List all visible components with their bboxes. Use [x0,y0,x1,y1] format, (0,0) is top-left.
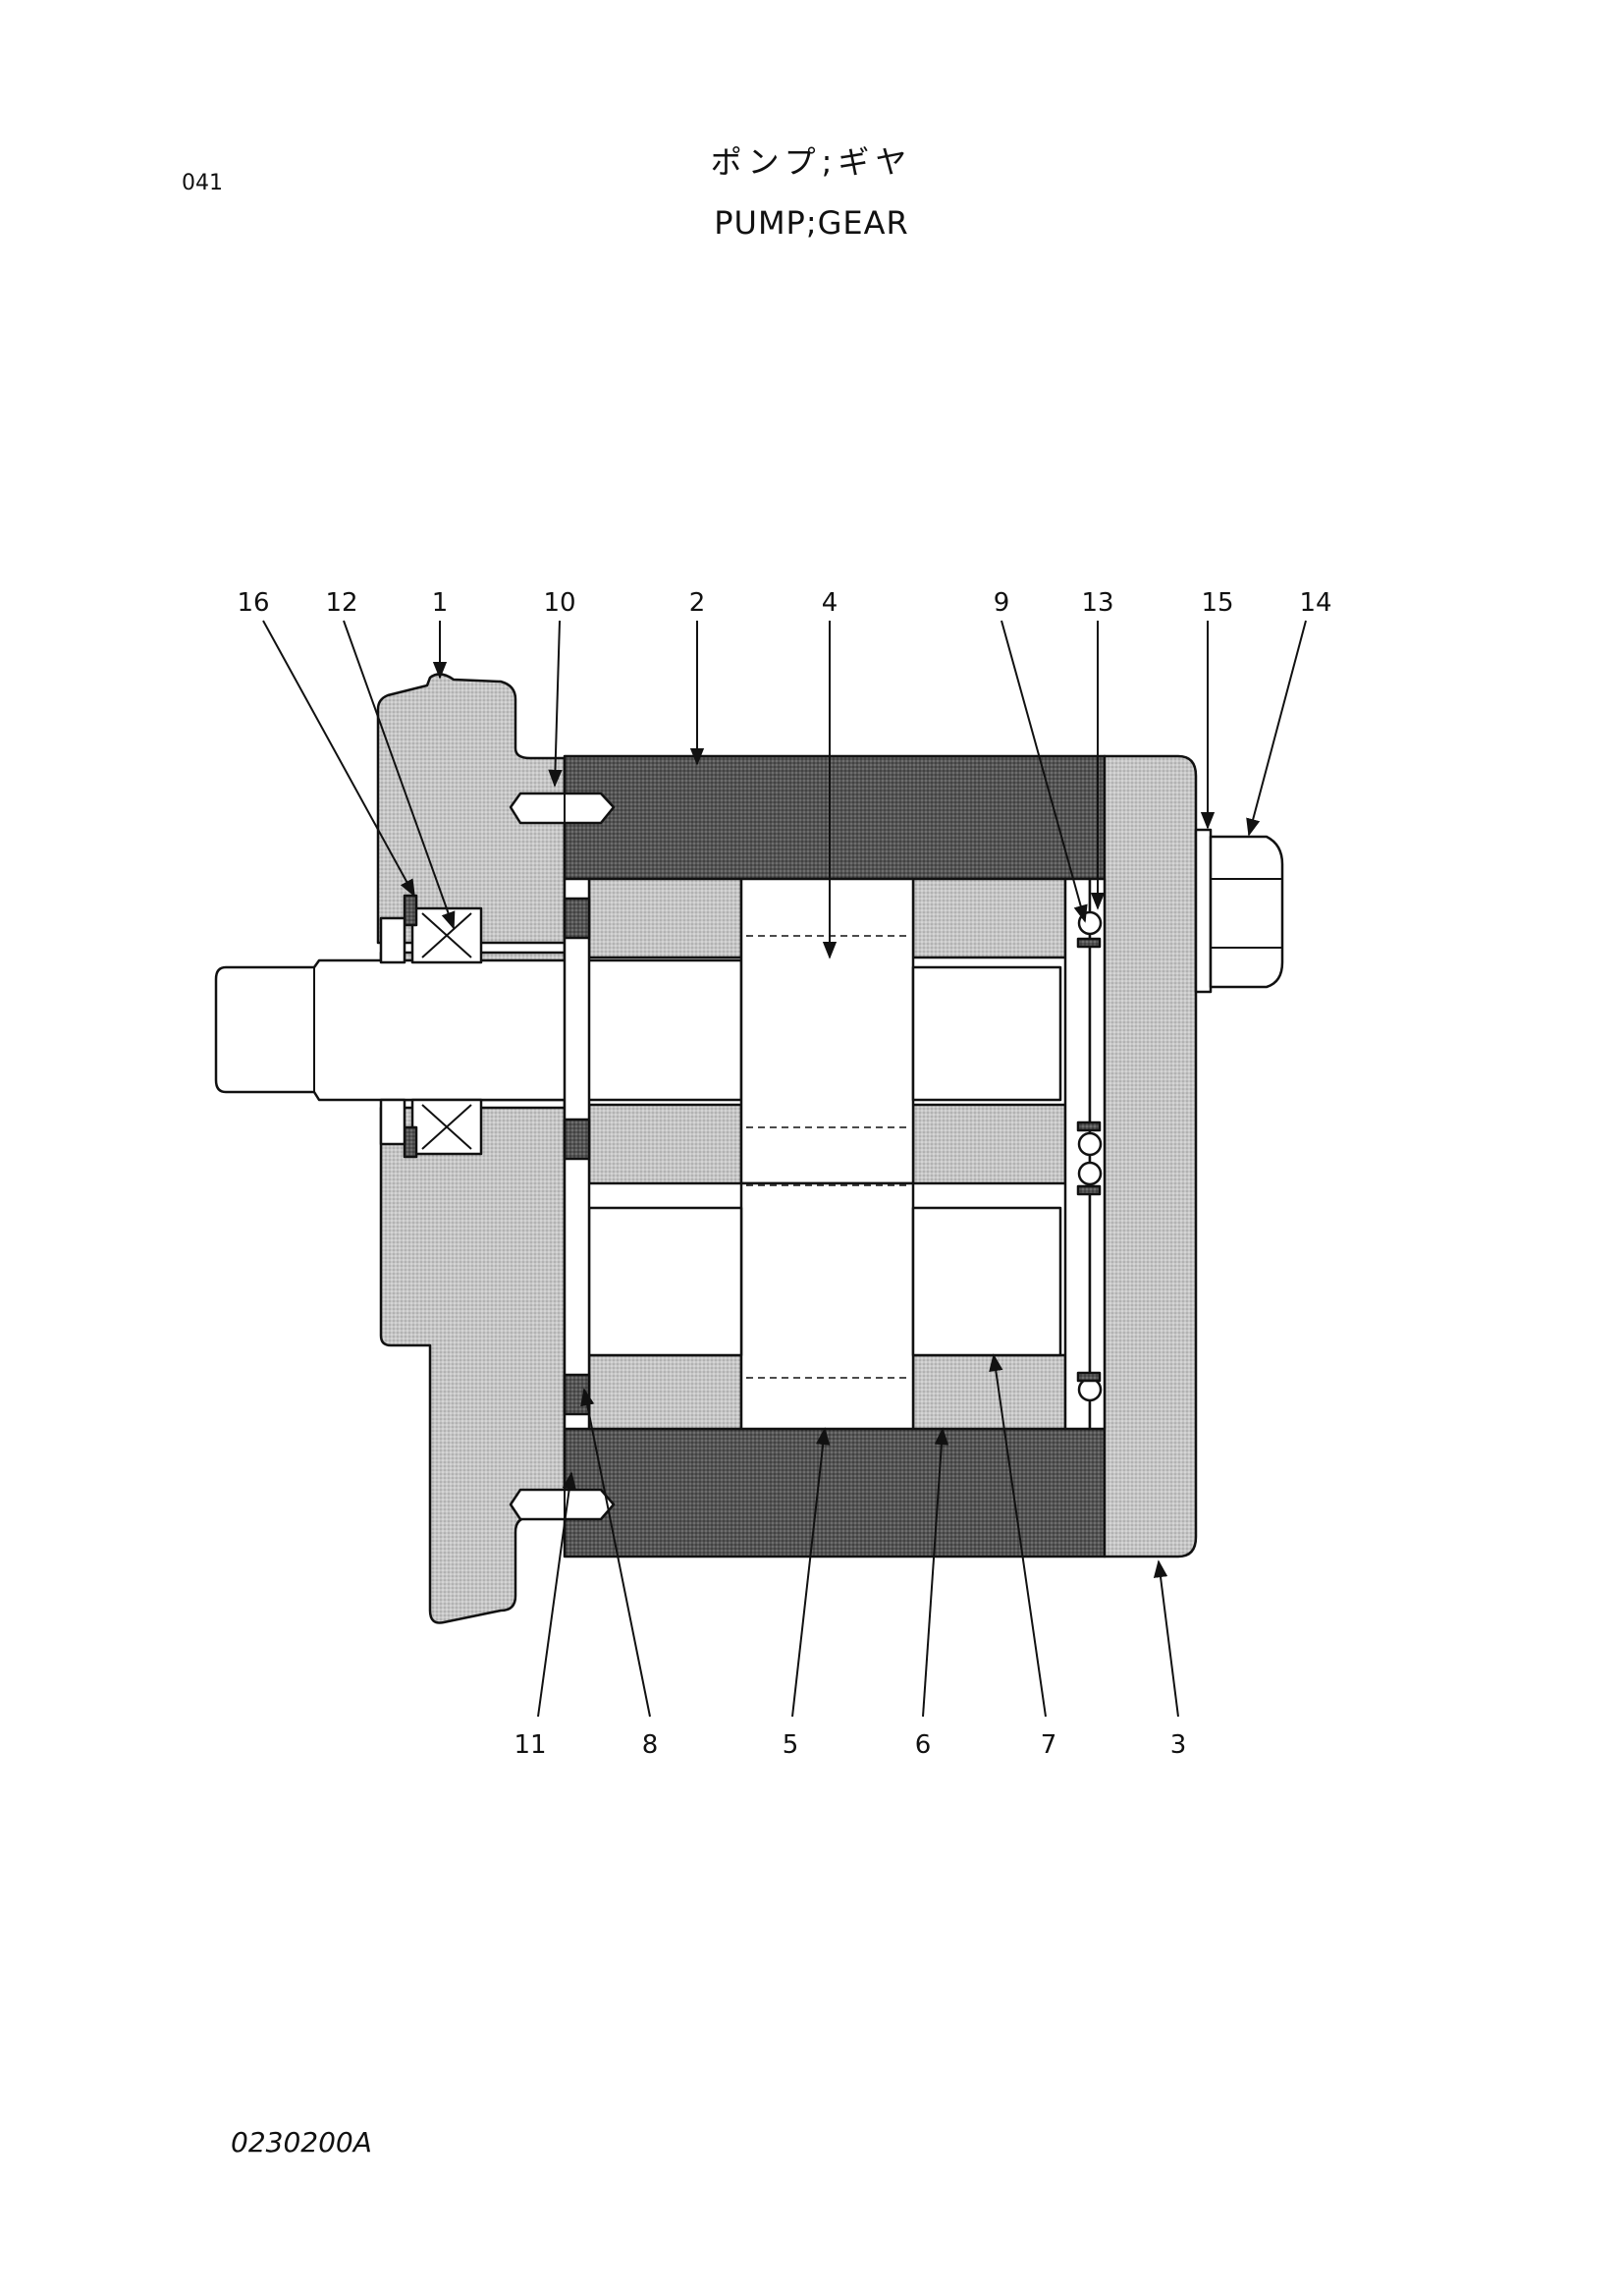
o-ring-lower [1077,1377,1103,1402]
bushing-upper-right [911,877,1067,959]
o-ring-mid-2 [1077,1161,1103,1186]
driven-shaft-right [911,1206,1062,1357]
title-english: PUMP;GEAR [714,204,909,242]
callout-2: 2 [689,588,706,618]
title-japanese: ポンプ;ギヤ [710,143,913,181]
o-ring-mid-1 [1077,1131,1103,1157]
callout-10: 10 [543,588,575,618]
callout-11: 11 [514,1730,546,1760]
bushing-mid-left [587,1103,743,1185]
page-number: 041 [182,171,223,195]
seal-gap-upper [379,916,406,964]
backup-ring-upper [1076,937,1102,949]
callout-16: 16 [237,588,269,618]
washer [1194,828,1213,994]
housing-bottom-wall [563,1427,1107,1558]
bushing-lower-right [911,1353,1067,1431]
rear-cover [1103,754,1198,1558]
backup-ring-lower [1076,1371,1102,1383]
housing-top-wall [563,754,1107,881]
backup-ring-mid-2 [1076,1184,1102,1196]
callout-7: 7 [1041,1730,1057,1760]
backup-ring-mid [1076,1121,1102,1132]
callout-14: 14 [1299,588,1331,618]
callout-13: 13 [1081,588,1113,618]
callout-6: 6 [915,1730,932,1760]
hex-bolt [1209,835,1284,989]
driven-shaft-left [587,1206,743,1357]
dowel-pin-lower [509,1488,616,1521]
drive-gear [739,877,915,1185]
seal-left-2 [563,1118,591,1161]
callout-12: 12 [325,588,357,618]
callout-1: 1 [432,588,449,618]
callout-8: 8 [642,1730,659,1760]
driven-gear [739,1181,915,1431]
bushing-upper-left [587,877,743,959]
bushing-lower-left [587,1353,743,1431]
bushing-mid-right [911,1103,1067,1185]
seal-left-1 [563,897,591,940]
callout-4: 4 [822,588,839,618]
callout-5: 5 [783,1730,799,1760]
callout-9: 9 [994,588,1010,618]
snap-ring-lower [403,1125,418,1159]
o-ring-upper [1077,910,1103,936]
callout-3: 3 [1170,1730,1187,1760]
seal-gap-lower [379,1098,406,1146]
drive-shaft [214,958,743,1102]
upper-shaft-right [911,965,1062,1102]
snap-ring-upper [403,894,418,927]
drawing-code: 0230200A [231,2126,372,2159]
callout-15: 15 [1201,588,1233,618]
dowel-pin-upper [509,792,616,825]
